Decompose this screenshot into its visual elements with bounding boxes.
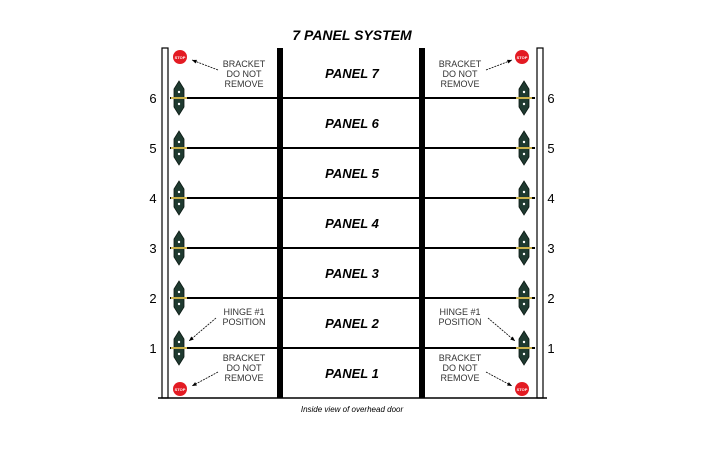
arrow-head — [192, 382, 197, 386]
stop-label: STOP — [517, 387, 528, 392]
hinge-bolt — [177, 240, 181, 244]
hinge-number-right: 1 — [547, 341, 554, 356]
note-text: DO NOT — [443, 69, 479, 79]
hinge-number-left: 5 — [149, 141, 156, 156]
arrow-head — [192, 59, 197, 64]
hinge-number-left: 1 — [149, 341, 156, 356]
hinge-bolt — [177, 252, 181, 256]
hinge-number-left: 6 — [149, 91, 156, 106]
note-text: REMOVE — [224, 79, 263, 89]
arrow — [485, 371, 513, 387]
hinge-bolt — [522, 140, 526, 144]
panel-label: PANEL 7 — [325, 66, 379, 81]
hinge-bolt — [522, 340, 526, 344]
arrow-head — [507, 59, 512, 64]
stop-icon — [515, 382, 529, 396]
hinge-bolt — [522, 190, 526, 194]
arrow-head — [507, 382, 512, 386]
hinge-bolt — [522, 90, 526, 94]
note-text: BRACKET — [223, 353, 266, 363]
hinge-bolt — [177, 90, 181, 94]
arrow — [191, 59, 219, 71]
panel-label: PANEL 1 — [325, 366, 379, 381]
hinge-bolt — [522, 290, 526, 294]
hinge-bolt — [177, 140, 181, 144]
hinge-number-left: 4 — [149, 191, 156, 206]
note-text: BRACKET — [439, 59, 482, 69]
hinge-bolt — [177, 290, 181, 294]
stop-icon — [515, 50, 529, 64]
hinge-bolt — [522, 202, 526, 206]
panel-label: PANEL 2 — [325, 316, 379, 331]
stop-label: STOP — [517, 55, 528, 60]
stop-icon — [173, 50, 187, 64]
note-text: POSITION — [222, 317, 265, 327]
hinge-bolt — [177, 152, 181, 156]
hinge-bolt — [522, 152, 526, 156]
hinge-number-left: 3 — [149, 241, 156, 256]
hinge-bolt — [177, 102, 181, 106]
hinge-bolt — [177, 302, 181, 306]
stop-label: STOP — [175, 387, 186, 392]
center-stile-right — [419, 48, 425, 398]
note-text: BRACKET — [439, 353, 482, 363]
hinge-bolt — [522, 352, 526, 356]
arrow — [188, 317, 217, 342]
stop-icon — [173, 382, 187, 396]
caption: Inside view of overhead door — [301, 405, 404, 414]
arrow-head — [510, 336, 515, 341]
hinge-number-right: 6 — [547, 91, 554, 106]
note-text: REMOVE — [224, 373, 263, 383]
panel-label: PANEL 3 — [325, 266, 379, 281]
arrow — [487, 317, 516, 342]
arrow — [191, 371, 219, 387]
hinge-bolt — [177, 352, 181, 356]
hinge-bolt — [522, 102, 526, 106]
note-text: BRACKET — [223, 59, 266, 69]
right-track — [536, 47, 544, 399]
hinge-bolt — [522, 302, 526, 306]
note-text: HINGE #1 — [439, 307, 480, 317]
hinge-number-right: 4 — [547, 191, 554, 206]
note-text: REMOVE — [440, 373, 479, 383]
hinge-number-right: 3 — [547, 241, 554, 256]
hinge-bolt — [177, 190, 181, 194]
center-stile-left — [277, 48, 283, 398]
hinge-bolt — [177, 202, 181, 206]
note-text: DO NOT — [227, 69, 263, 79]
panel-label: PANEL 5 — [325, 166, 379, 181]
hinge-number-right: 2 — [547, 291, 554, 306]
arrow — [485, 59, 513, 71]
panel-label: PANEL 6 — [325, 116, 379, 131]
hinge-bolt — [522, 240, 526, 244]
note-text: DO NOT — [443, 363, 479, 373]
diagram-title: 7 PANEL SYSTEM — [292, 27, 412, 43]
left-track — [161, 47, 169, 399]
note-text: DO NOT — [227, 363, 263, 373]
panel-label: PANEL 4 — [325, 216, 379, 231]
stop-label: STOP — [175, 55, 186, 60]
hinge-bolt — [522, 252, 526, 256]
hinge-number-left: 2 — [149, 291, 156, 306]
hinge-bolt — [177, 340, 181, 344]
note-text: HINGE #1 — [223, 307, 264, 317]
note-text: REMOVE — [440, 79, 479, 89]
arrow-head — [189, 336, 194, 341]
note-text: POSITION — [438, 317, 481, 327]
hinge-number-right: 5 — [547, 141, 554, 156]
